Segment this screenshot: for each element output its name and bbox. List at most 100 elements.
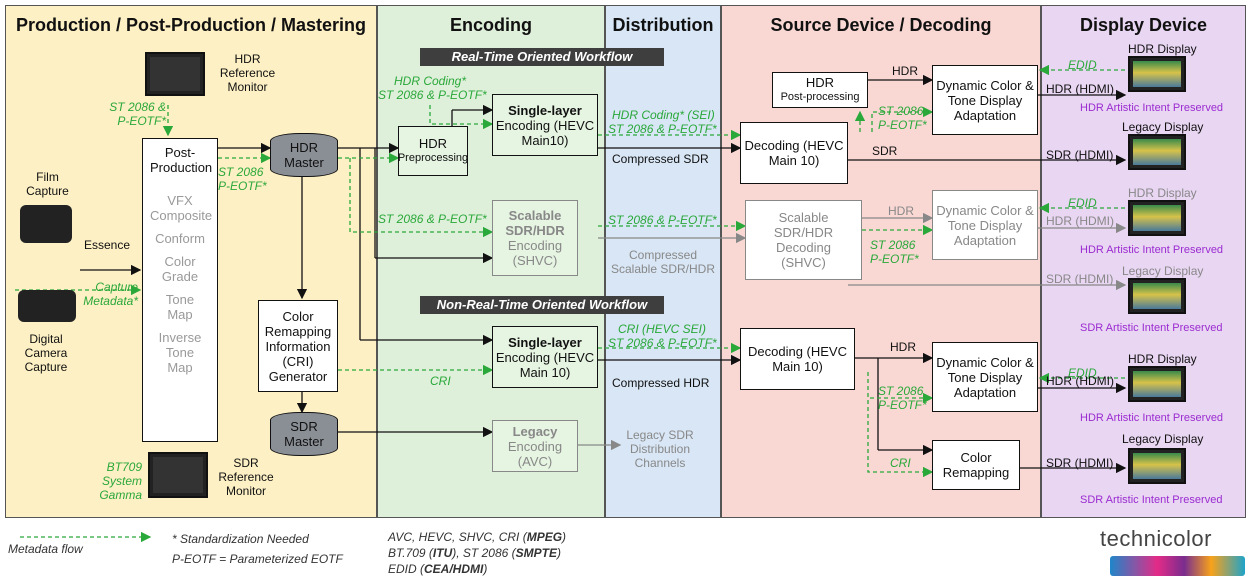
hdr-display-label: HDR Display [1128,42,1197,56]
display-column-title: Display Device [1079,15,1208,35]
hdr-coding-sei-label: HDR Coding* (SEI) [612,108,715,122]
production-column-title: Production / Post-Production / Mastering [15,15,366,35]
decoding-label-2: Decoding (HEVC Main 10) [748,344,847,374]
standards-line-1-org: MPEG [526,530,563,544]
st2086-peotf-label-7: ST 2086 P-EOTF* [878,104,927,132]
hdr-coding-label: HDR Coding* [394,74,467,88]
sdr-hdmi-label: SDR (HDMI) [1046,148,1114,162]
hdr-reference-monitor-icon [145,52,205,96]
post-item-conform: Conform [155,231,205,246]
scalable-decoding-box: Scalable SDR/HDR Decoding (SHVC) [745,200,862,280]
hdr-reference-monitor-label: HDR Reference Monitor [219,52,276,94]
cri-generator-box: Color Remapping Information (CRI) Genera… [258,300,338,392]
single-layer-sub-2: Encoding (HEVC Main 10) [495,349,595,380]
compressed-sdr-label: Compressed SDR [612,152,709,166]
hdr-hdmi-label-2: HDR (HDMI) [1046,214,1114,228]
hdr-intent-label-3: HDR Artistic Intent Preserved [1080,412,1224,424]
hdr-preprocessing-sub: Preprocessing [397,152,469,164]
st2086-peotf-label-2: ST 2086 P-EOTF* [218,165,267,193]
bt709-label: BT709 System Gamma [99,460,142,502]
capture-metadata-label: Capture Metadata* [83,280,138,308]
compressed-hdr-label: Compressed HDR [612,376,710,390]
hdr-arrow-label: HDR [892,64,918,78]
st2086-peotf-label-9: ST 2086 P-EOTF* [878,384,927,412]
dynamic-adaptation-box-3: Dynamic Color & Tone Display Adaptation [932,342,1038,412]
hdr-display-label-3: HDR Display [1128,352,1197,366]
single-layer-title: Single-layer [508,102,582,118]
standards-line-1: AVC, HEVC, SHVC, CRI (MPEG) [388,530,566,544]
decoding-box: Decoding (HEVC Main 10) [740,122,848,184]
post-production-title: Post-Production [150,145,213,175]
hdr-intent-label: HDR Artistic Intent Preserved [1080,102,1224,114]
edid-label-2: EDID [1068,196,1097,210]
sdr-master-cylinder: SDR Master [270,412,338,456]
hdr-display-label-2: HDR Display [1128,186,1197,200]
scalable-decoding-label: Scalable SDR/HDR Decoding (SHVC) [773,210,834,270]
hdr-intent-label-2: HDR Artistic Intent Preserved [1080,244,1224,256]
st2086-peotf-label: ST 2086 & P-EOTF* [109,100,166,128]
color-remapping-box: Color Remapping [932,440,1020,490]
post-item-grade: Color Grade [161,254,199,284]
post-item-vfx: VFX Composite [150,193,213,223]
realtime-banner: Real-Time Oriented Workflow [420,48,664,66]
standards-line-3-close: ) [483,562,488,576]
cri-label-2: CRI [890,456,911,470]
technicolor-logo-bar [1110,556,1245,576]
standards-line-2-org2: SMPTE [515,546,557,560]
digital-camera-icon [18,290,76,322]
dynamic-adaptation-box-2: Dynamic Color & Tone Display Adaptation [932,190,1038,260]
st2086-peotf-label-5: ST 2086 & P-EOTF* [608,213,717,227]
post-item-inverse-tone-map: Inverse Tone Map [158,330,202,375]
standards-line-2-org: ITU [432,546,453,560]
decoding-label: Decoding (HEVC Main 10) [744,138,844,168]
post-production-box: Post-Production VFX Composite Conform Co… [142,138,218,442]
hdr-master-cylinder: HDR Master [270,133,338,177]
hdr-arrow-label-3: HDR [890,340,916,354]
legacy-display-icon-3 [1128,448,1186,484]
sdr-reference-monitor-label: SDR Reference Monitor [218,456,274,498]
standards-line-1-pre: AVC, HEVC, SHVC, CRI ( [388,530,527,544]
essence-label: Essence [84,238,131,252]
hdr-postprocessing-sub: Post-processing [780,91,860,103]
film-capture-label: Film Capture [26,170,69,198]
cri-sei-label: CRI (HEVC SEI) [618,322,707,336]
sdr-hdmi-label-3: SDR (HDMI) [1046,456,1114,470]
standards-line-2-pre: BT.709 ( [388,546,433,560]
standards-line-1-close: ) [562,530,567,544]
standards-line-2: BT.709 (ITU), ST 2086 (SMPTE) [388,546,561,560]
post-item-tone-map: Tone Map [165,292,195,322]
cri-generator-label: Color Remapping Information (CRI) Genera… [264,308,332,384]
encoding-column-title: Encoding [450,15,532,35]
hdr-arrow-label-2: HDR [888,204,914,218]
film-camera-icon [20,205,72,243]
distribution-column-title: Distribution [612,15,714,35]
hdr-hdmi-label-3: HDR (HDMI) [1046,374,1114,388]
legacy-display-label: Legacy Display [1122,120,1204,134]
legacy-display-icon-2 [1128,278,1186,314]
legacy-channels-label: Legacy SDR Distribution Channels [626,428,694,470]
edid-label-3: EDID [1068,366,1097,380]
scalable-encoding-box: Scalable SDR/HDR Encoding (SHVC) [492,200,578,276]
digital-camera-capture-label: Digital Camera Capture [24,332,68,374]
metadata-flow-label: Metadata flow [8,542,83,556]
single-layer-title-2: Single-layer [508,334,582,350]
standardization-note: * Standardization Needed [172,532,309,546]
sdr-hdmi-label-2: SDR (HDMI) [1046,272,1114,286]
legacy-encoding-title: Legacy [512,423,558,439]
standards-line-2-mid: ), ST 2086 ( [452,546,516,560]
source-column-title: Source Device / Decoding [770,15,992,35]
hdr-preprocessing-title: HDR [418,136,448,151]
decoding-box-2: Decoding (HEVC Main 10) [740,328,855,390]
scalable-encoding-sub: Encoding (SHVC) [507,238,563,268]
dynamic-adaptation-box: Dynamic Color & Tone Display Adaptation [932,65,1038,135]
standards-line-2-close: ) [556,546,561,560]
sdr-reference-monitor-icon [148,452,208,498]
hdr-display-icon [1128,56,1186,92]
standards-line-3: EDID (CEA/HDMI) [388,562,487,576]
hdr-master-label: HDR Master [284,140,324,170]
legacy-display-icon [1128,134,1186,170]
single-layer-sub: Encoding (HEVC Main10) [495,117,595,148]
nonrealtime-banner: Non-Real-Time Oriented Workflow [420,296,664,314]
st2086-peotf-label-3: ST 2086 & P-EOTF* [378,212,487,226]
hdr-display-icon-3 [1128,366,1186,402]
